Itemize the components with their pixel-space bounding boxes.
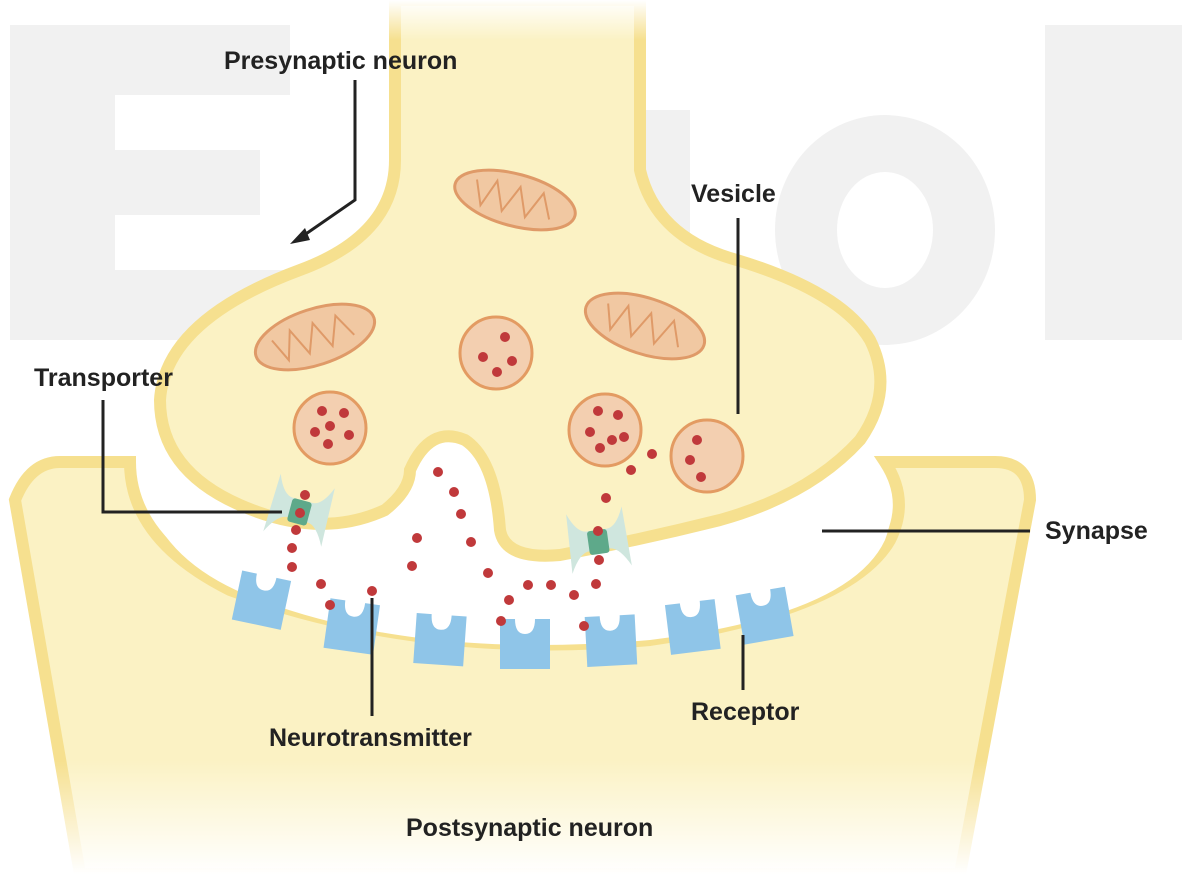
postsynaptic-label: Postsynaptic neuron	[406, 814, 653, 842]
vesicle-icon	[458, 315, 534, 391]
receptor-icon	[735, 586, 794, 645]
transporter-icon	[566, 506, 632, 574]
receptor-icon	[413, 613, 467, 667]
presynaptic-label: Presynaptic neuron	[224, 47, 457, 75]
synapse-label: Synapse	[1045, 517, 1148, 545]
vesicle-icon	[669, 418, 745, 494]
presynaptic-neuron	[153, 0, 887, 562]
arrowhead-icon	[290, 228, 310, 244]
transporter-label: Transporter	[34, 364, 173, 392]
labels: Presynaptic neuron Vesicle Transporter S…	[34, 47, 1148, 842]
mitochondria	[253, 168, 707, 372]
vesicle-icon	[292, 390, 368, 466]
receptor-icon	[231, 570, 292, 630]
receptor-label: Receptor	[691, 698, 800, 726]
mitochondrion-icon	[583, 291, 707, 361]
mitochondrion-icon	[453, 168, 577, 232]
receptor-icon	[323, 598, 380, 655]
receptors	[231, 570, 794, 669]
leader-lines	[101, 80, 1030, 716]
vesicle-icon	[567, 392, 643, 468]
neurotransmitter-label: Neurotransmitter	[269, 724, 472, 752]
receptor-icon	[500, 619, 550, 669]
vesicle-label: Vesicle	[691, 180, 776, 208]
transporter-leader	[101, 400, 282, 514]
neurotransmitters	[287, 449, 657, 631]
receptor-icon	[664, 599, 721, 655]
receptor-icon	[584, 614, 638, 667]
vesicles	[292, 315, 745, 494]
mitochondrion-icon	[253, 302, 377, 372]
presynaptic-leader	[299, 80, 357, 240]
